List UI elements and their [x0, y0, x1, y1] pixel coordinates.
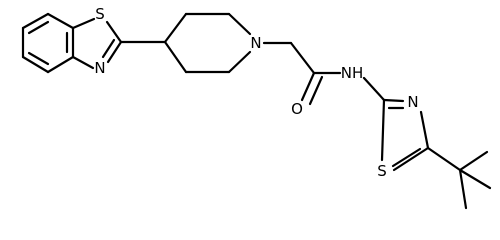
bond — [419, 110, 430, 150]
bond — [101, 38, 116, 59]
atom-label-s-benzothiazole: S — [95, 5, 105, 23]
bond — [27, 51, 50, 66]
bond — [21, 55, 50, 74]
bond — [380, 98, 386, 162]
atom-labels: S N N O NH N S — [94, 5, 418, 180]
bond — [289, 41, 316, 75]
bond — [105, 20, 123, 44]
bond — [46, 55, 75, 74]
bond — [163, 12, 188, 44]
bond — [426, 146, 462, 172]
bond — [27, 20, 50, 35]
bond — [382, 98, 405, 103]
bond — [163, 40, 188, 74]
bond — [391, 147, 422, 168]
bond — [458, 168, 468, 210]
atom-label-s-thiazole: S — [377, 162, 387, 180]
bond — [300, 71, 316, 102]
bond — [458, 168, 492, 190]
bonds — [21, 12, 492, 210]
atom-label-n-benzothiazole: N — [94, 59, 105, 77]
atom-label-nh-amide: NH — [341, 64, 364, 82]
atom-label-n-piperidine: N — [250, 34, 261, 52]
chemical-structure-diagram: S N N O NH N S — [21, 5, 492, 210]
bond — [106, 40, 123, 64]
bond — [458, 150, 489, 172]
bond — [227, 12, 252, 36]
bond — [21, 12, 50, 30]
bond — [227, 50, 252, 74]
atom-label-o-carbonyl: O — [291, 100, 303, 118]
bond — [362, 76, 386, 102]
bond — [71, 55, 95, 70]
bond — [392, 146, 430, 172]
bond — [71, 17, 96, 30]
bond — [46, 12, 75, 30]
atom-label-n-thiazole: N — [407, 93, 418, 111]
bond — [308, 75, 324, 106]
